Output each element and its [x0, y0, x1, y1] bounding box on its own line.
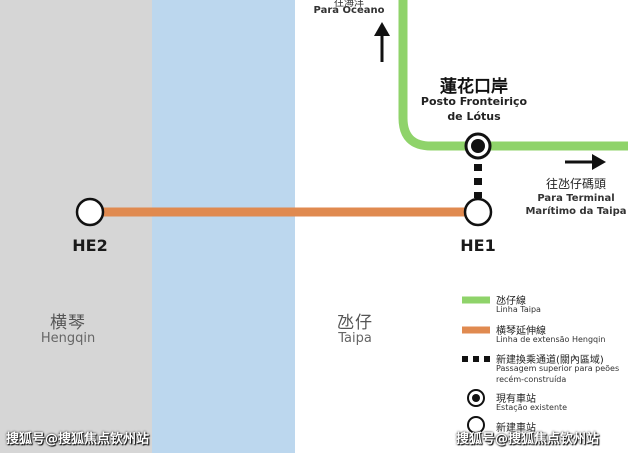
passage-dot: [474, 164, 482, 171]
he1-station-label: HE1: [460, 236, 496, 255]
legend-item-passage-pt-1: Passagem superior para peões: [496, 364, 620, 373]
watermark-left: 搜狐号@搜狐焦点钦州站: [6, 432, 150, 447]
legend-new-station-icon: [467, 416, 485, 434]
hengqin-zone-pt: Hengqin: [40, 331, 96, 346]
legend-item-new-zh: 新建車站: [496, 423, 536, 434]
legend-existing-station-icon: [467, 389, 485, 407]
hengqin-zone: [0, 0, 152, 453]
lotus-station-zh: 蓮花口岸: [440, 77, 508, 97]
taipa-line: [398, 0, 628, 151]
north-arrow-icon: [374, 22, 390, 62]
north-direction-zh: 往海洋: [334, 0, 364, 9]
legend-item-extension-pt: Linha de extensão Hengqin: [496, 335, 606, 344]
legend-item-existing-pt: Estação existente: [496, 403, 568, 412]
watermark-right: 搜狐号@搜狐焦点钦州站: [456, 432, 600, 447]
he2-station-marker[interactable]: [75, 197, 105, 227]
taipa-zone-zh: 氹仔: [337, 313, 373, 333]
hengqin-zone-zh: 横琴: [50, 313, 86, 333]
legend-item-passage-zh: 新建換乘通道(關內區域): [496, 355, 604, 366]
legend-passage-swatch: [462, 356, 490, 362]
taipa-zone-pt: Taipa: [338, 331, 372, 346]
north-direction-pt: Para Oceano: [313, 5, 385, 16]
he1-station-marker[interactable]: [463, 197, 493, 227]
water-channel: [152, 0, 295, 453]
taipa-zone: [295, 0, 640, 453]
passage-dot: [474, 192, 482, 198]
legend-item-passage-pt-2: recém-construída: [496, 375, 567, 384]
east-direction-zh: 往氹仔碼頭: [545, 177, 607, 191]
east-direction-pt-1: Para Terminal: [537, 193, 615, 204]
legend-item-existing-zh: 現有車站: [496, 394, 536, 405]
legend-item-taipa-line-zh: 氹仔線: [496, 296, 526, 307]
passage-dot: [474, 178, 482, 185]
legend-item-extension-zh: 横琴延伸線: [496, 326, 546, 337]
east-direction-pt-2: Marítimo da Taipa: [525, 206, 627, 217]
legend-item-taipa-line-pt: Linha Taipa: [496, 305, 541, 314]
lotus-station-pt-2: de Lótus: [447, 110, 501, 123]
lotus-station-pt-1: Posto Fronteiriço: [420, 95, 528, 108]
east-arrow-icon: [565, 154, 606, 170]
he2-station-label: HE2: [72, 236, 108, 255]
lotus-station-core: [471, 139, 485, 153]
